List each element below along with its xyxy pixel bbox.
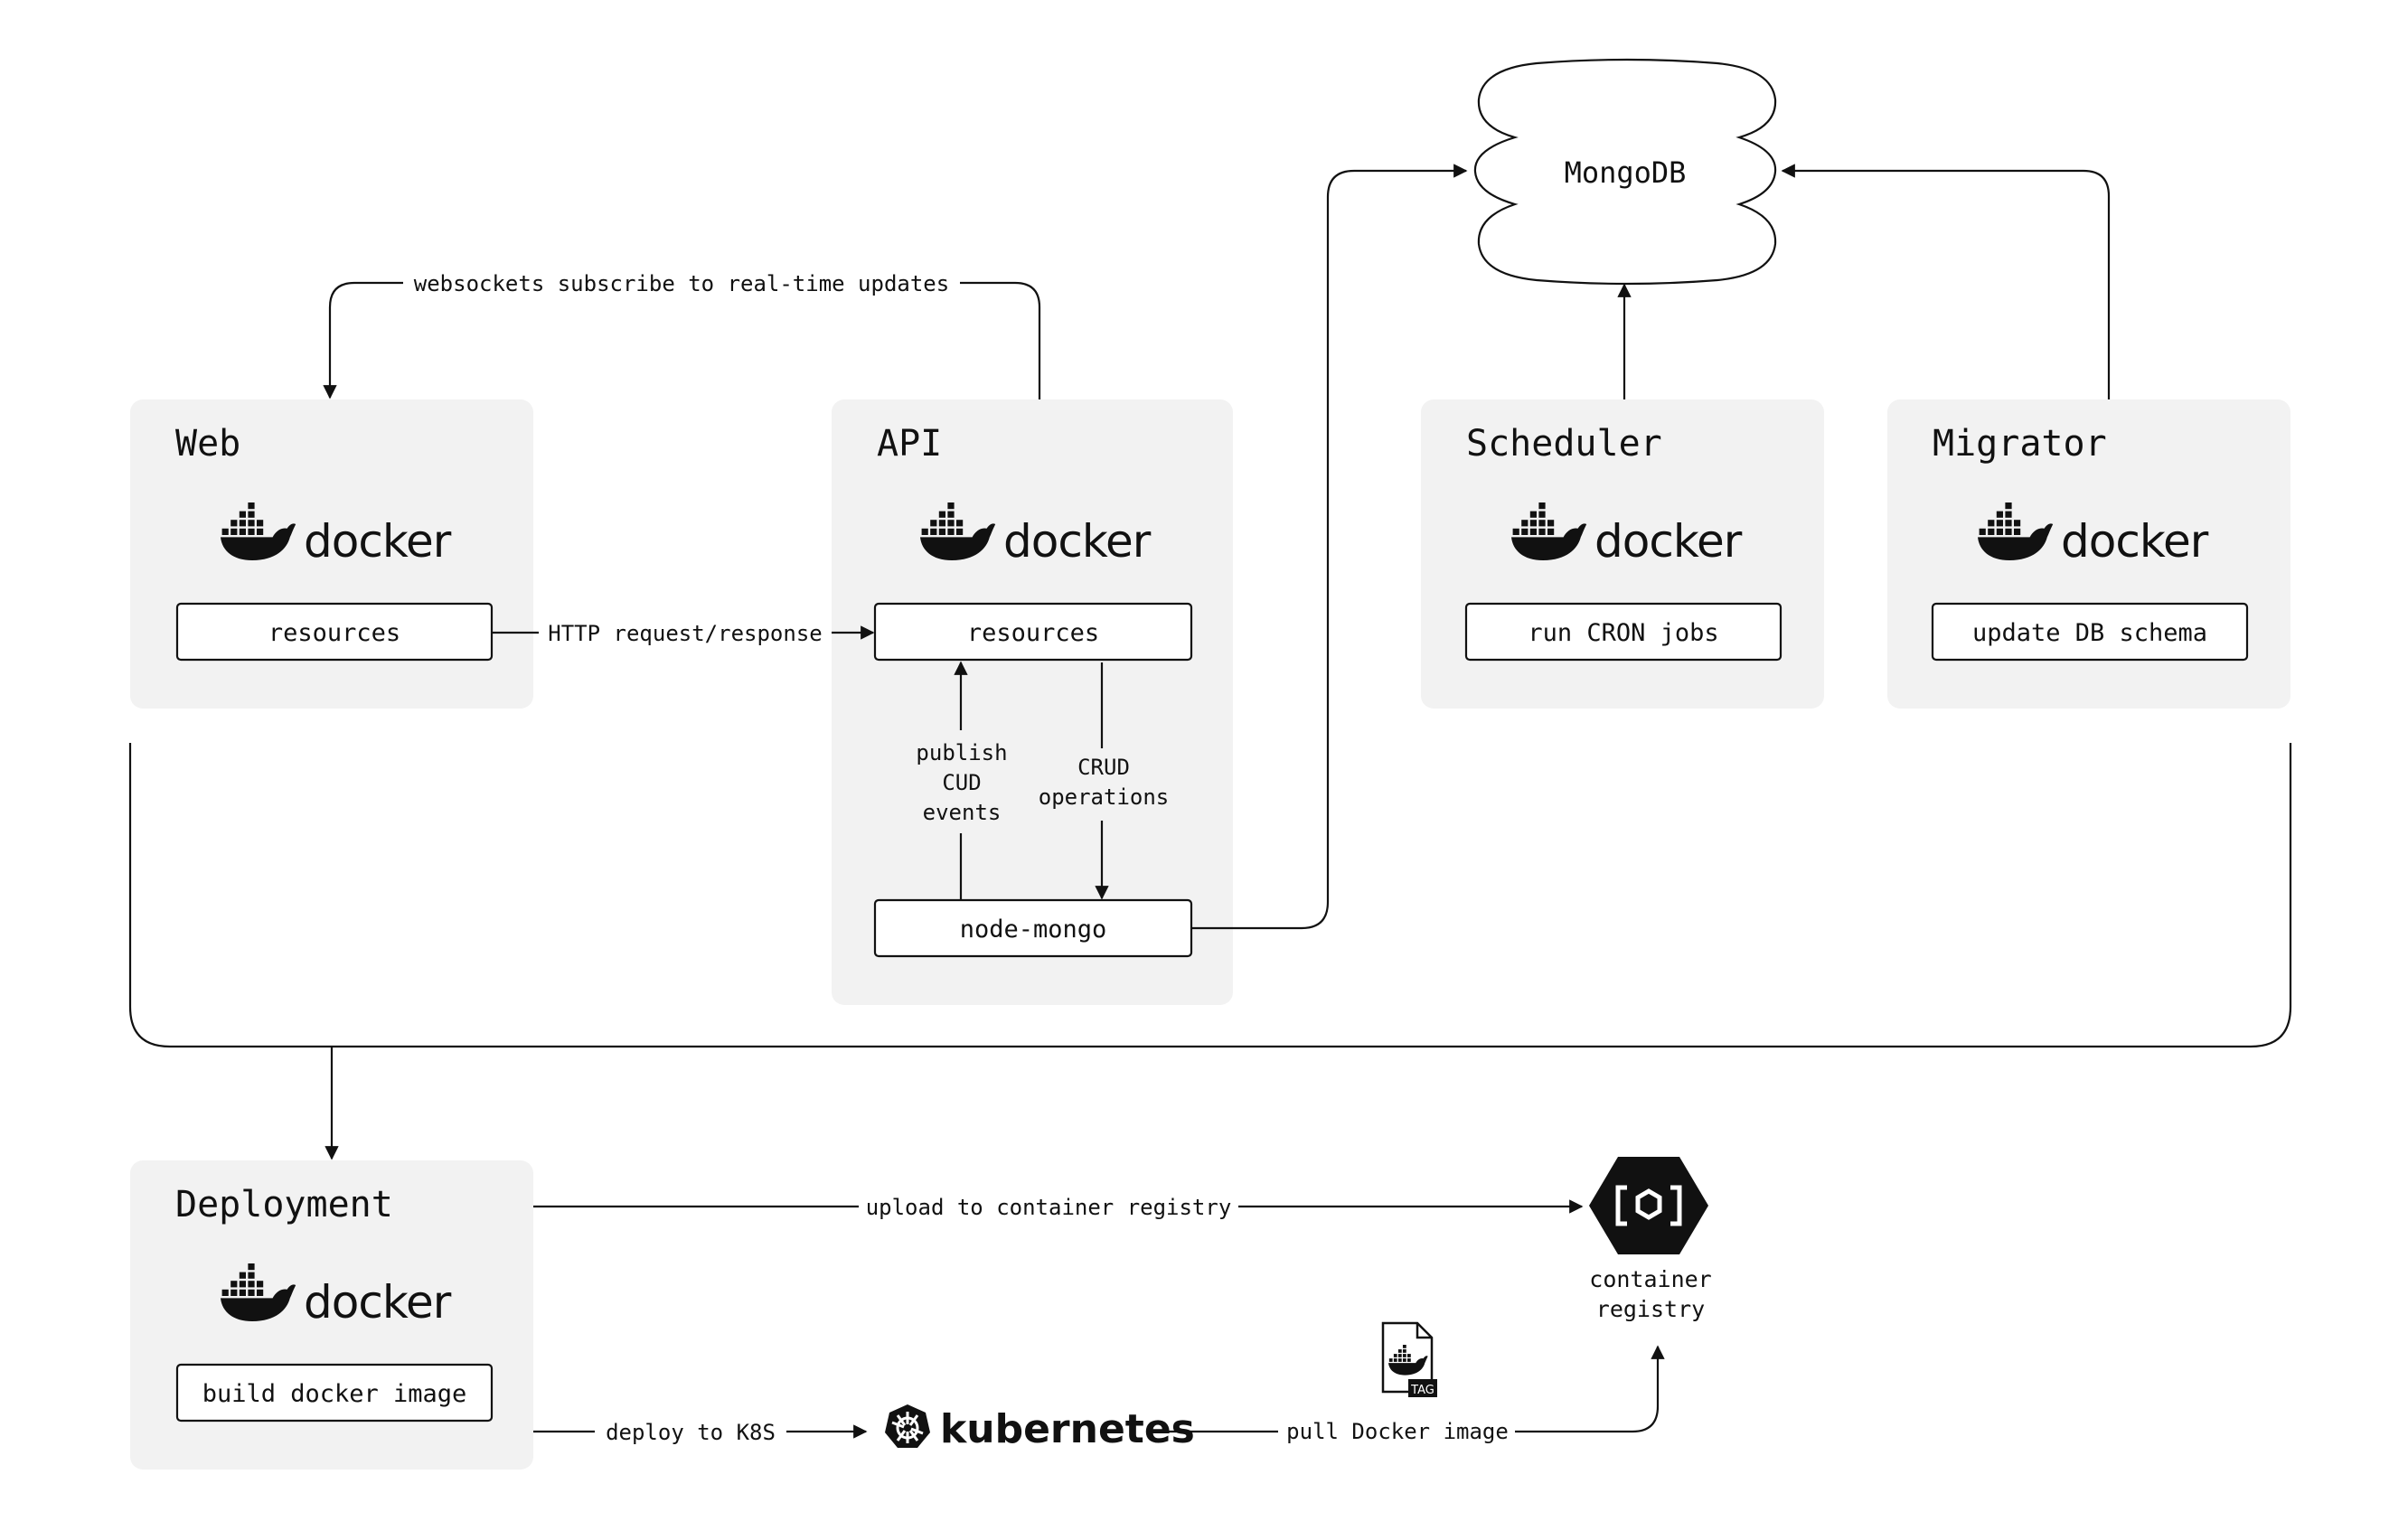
- publish-label-line2: CUD: [942, 770, 981, 795]
- node-mongo-to-mongodb-edge: [1192, 164, 1468, 930]
- upload-label: upload to container registry: [866, 1195, 1232, 1220]
- docker-image-file-icon: TAG: [1381, 1321, 1437, 1397]
- registry-cube-glyph: [1615, 1185, 1682, 1226]
- deployment-title: Deployment: [175, 1184, 393, 1225]
- container-registry-hexagon-icon: [1589, 1157, 1708, 1254]
- crud-label-line1: CRUD: [1077, 755, 1130, 780]
- build-image-box: [175, 1363, 494, 1423]
- docker-wordmark: docker: [2061, 515, 2209, 568]
- tag-badge-label: TAG: [1410, 1384, 1434, 1397]
- registry-label-line2: registry: [1596, 1296, 1705, 1322]
- mongodb-label: MongoDB: [1565, 155, 1687, 190]
- pull-edge: [1159, 1345, 1665, 1433]
- container-registry-node: container registry: [1589, 1157, 1712, 1322]
- kubernetes-wordmark: kubernetes: [940, 1406, 1195, 1452]
- crud-label-line2: operations: [1039, 784, 1170, 810]
- services-bracket: [128, 743, 2292, 1048]
- migrator-title: Migrator: [1933, 423, 2107, 465]
- deploy-label: deploy to K8S: [606, 1420, 776, 1445]
- web-resources-label: resources: [268, 619, 400, 647]
- docker-wordmark: docker: [304, 1276, 452, 1329]
- api-resources-label: resources: [967, 619, 1099, 647]
- node-mongo-label: node-mongo: [960, 916, 1107, 944]
- kubernetes-helm-icon: [885, 1404, 930, 1448]
- publish-label-line3: events: [923, 800, 1002, 825]
- registry-label-line1: container: [1589, 1266, 1711, 1292]
- node-mongo-box: [873, 898, 1193, 958]
- db-schema-label: update DB schema: [1972, 619, 2207, 647]
- docker-wordmark: docker: [304, 515, 452, 568]
- pull-label: pull Docker image: [1286, 1419, 1509, 1444]
- api-resources-box: [873, 602, 1193, 662]
- mongodb-cloud-shape: [1473, 58, 1777, 286]
- publish-label-line1: publish: [916, 740, 1007, 765]
- cron-jobs-label: run CRON jobs: [1528, 619, 1718, 647]
- web-title: Web: [175, 423, 240, 465]
- web-resources-box: [175, 602, 494, 662]
- migrator-to-mongodb-edge: [1781, 164, 2111, 399]
- docker-wordmark: docker: [1594, 515, 1743, 568]
- api-title: API: [877, 423, 942, 465]
- http-label: HTTP request/response: [548, 621, 822, 646]
- kubernetes-node: kubernetes: [885, 1404, 1195, 1452]
- websockets-label: websockets subscribe to real-time update…: [414, 271, 949, 296]
- cron-jobs-box: [1464, 602, 1782, 662]
- websockets-edge: [323, 281, 1041, 399]
- scheduler-title: Scheduler: [1466, 423, 1662, 465]
- build-image-label: build docker image: [202, 1380, 467, 1408]
- db-schema-box: [1931, 602, 2249, 662]
- docker-wordmark: docker: [1003, 515, 1152, 568]
- mongodb-node: MongoDB: [1473, 58, 1777, 286]
